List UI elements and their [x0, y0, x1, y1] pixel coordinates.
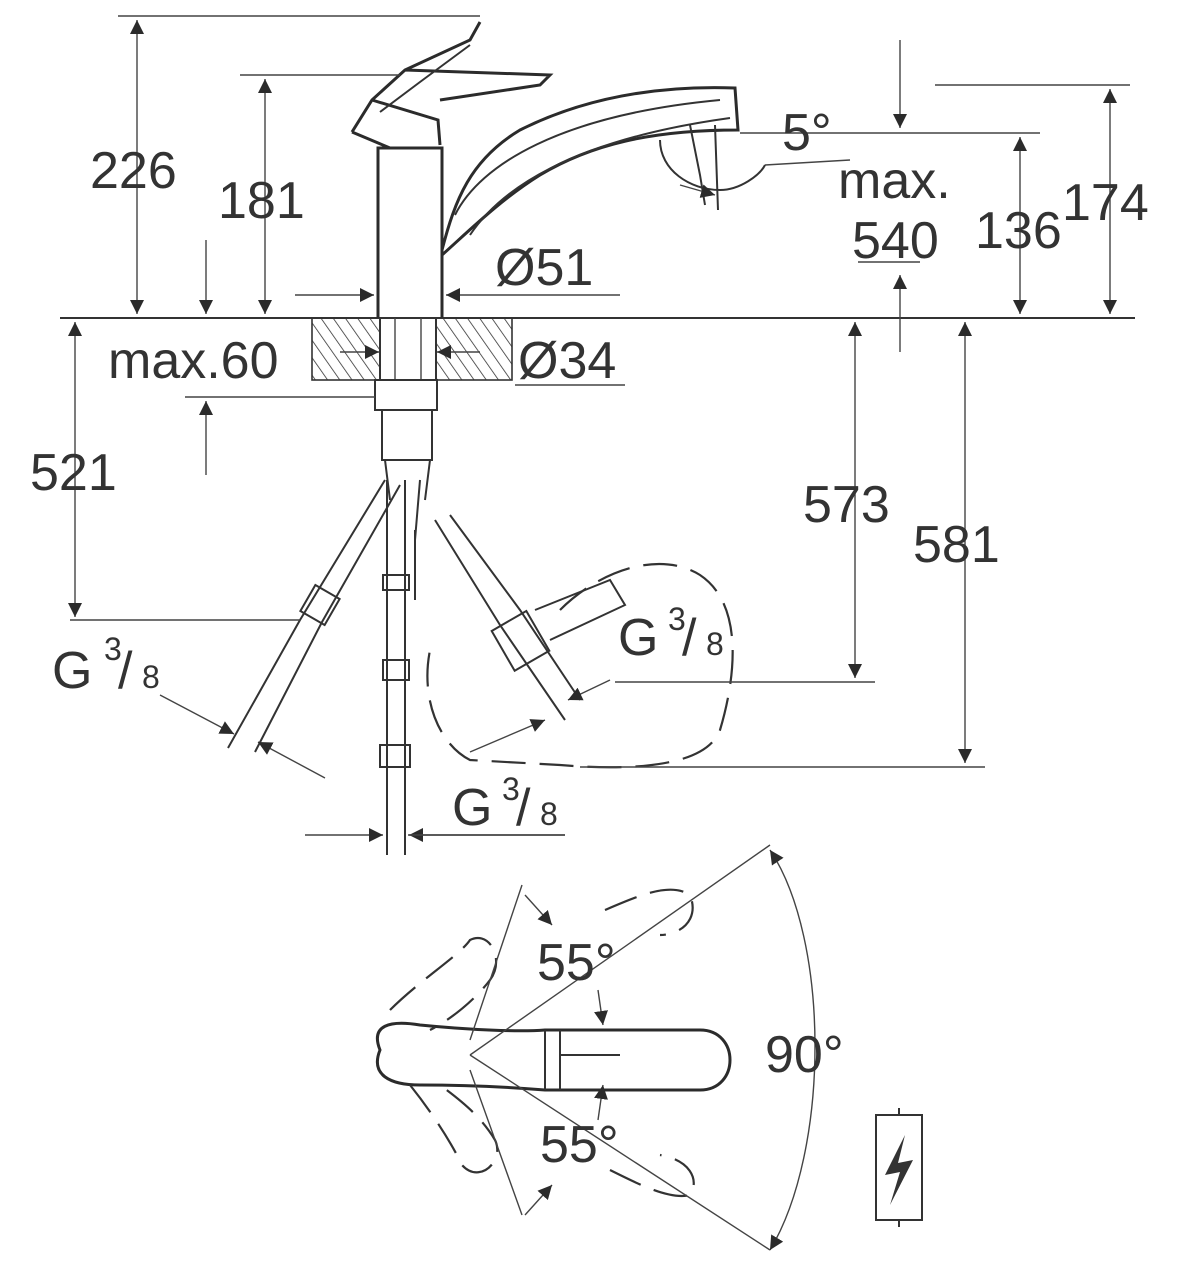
label-55-bottom: 55°: [540, 1116, 619, 1174]
svg-text:/: /: [682, 609, 697, 667]
svg-text:/: /: [516, 779, 531, 837]
label-55-top: 55°: [537, 934, 616, 992]
label-136: 136: [975, 202, 1062, 260]
label-thread-bottom: G 3 / 8: [452, 771, 558, 837]
lever-handle: [350, 21, 554, 150]
left-hose: [227, 479, 401, 753]
dimension-labels: 226 181 5° max. 540 136 174 Ø51 max.60 Ø…: [30, 104, 1149, 1174]
lightning-icon: [875, 1108, 923, 1227]
lever-rotation-top-view: [376, 844, 816, 1251]
svg-text:G: G: [52, 642, 92, 700]
label-max-60: max.60: [108, 332, 279, 390]
dimension-lines: [68, 15, 1130, 842]
svg-text:3: 3: [104, 631, 122, 667]
svg-text:8: 8: [706, 626, 724, 662]
svg-text:8: 8: [540, 796, 558, 832]
label-521: 521: [30, 444, 117, 502]
svg-text:G: G: [618, 609, 658, 667]
spout: [440, 86, 740, 257]
supply-hoses: [227, 379, 734, 855]
right-hose: [414, 479, 581, 721]
handle-center: [376, 1021, 732, 1092]
label-226: 226: [90, 142, 177, 200]
label-581: 581: [913, 516, 1000, 574]
label-540: 540: [852, 212, 939, 270]
faucet-body: [376, 146, 444, 318]
label-thread-right: G 3 / 8: [618, 601, 724, 667]
label-diameter-34: Ø34: [518, 332, 616, 390]
label-181: 181: [218, 172, 305, 230]
label-90deg: 90°: [765, 1026, 844, 1084]
svg-text:G: G: [452, 779, 492, 837]
label-5deg: 5°: [782, 104, 832, 162]
svg-text:8: 8: [142, 659, 160, 695]
svg-text:3: 3: [668, 601, 686, 637]
center-hose: [386, 480, 406, 855]
label-573: 573: [803, 476, 890, 534]
svg-text:3: 3: [502, 771, 520, 807]
label-diameter-51: Ø51: [495, 239, 593, 297]
label-max: max.: [838, 152, 951, 210]
svg-text:/: /: [118, 642, 133, 700]
label-thread-left: G 3 / 8: [52, 631, 160, 700]
label-174: 174: [1062, 174, 1149, 232]
mounting-shank: [379, 317, 437, 381]
